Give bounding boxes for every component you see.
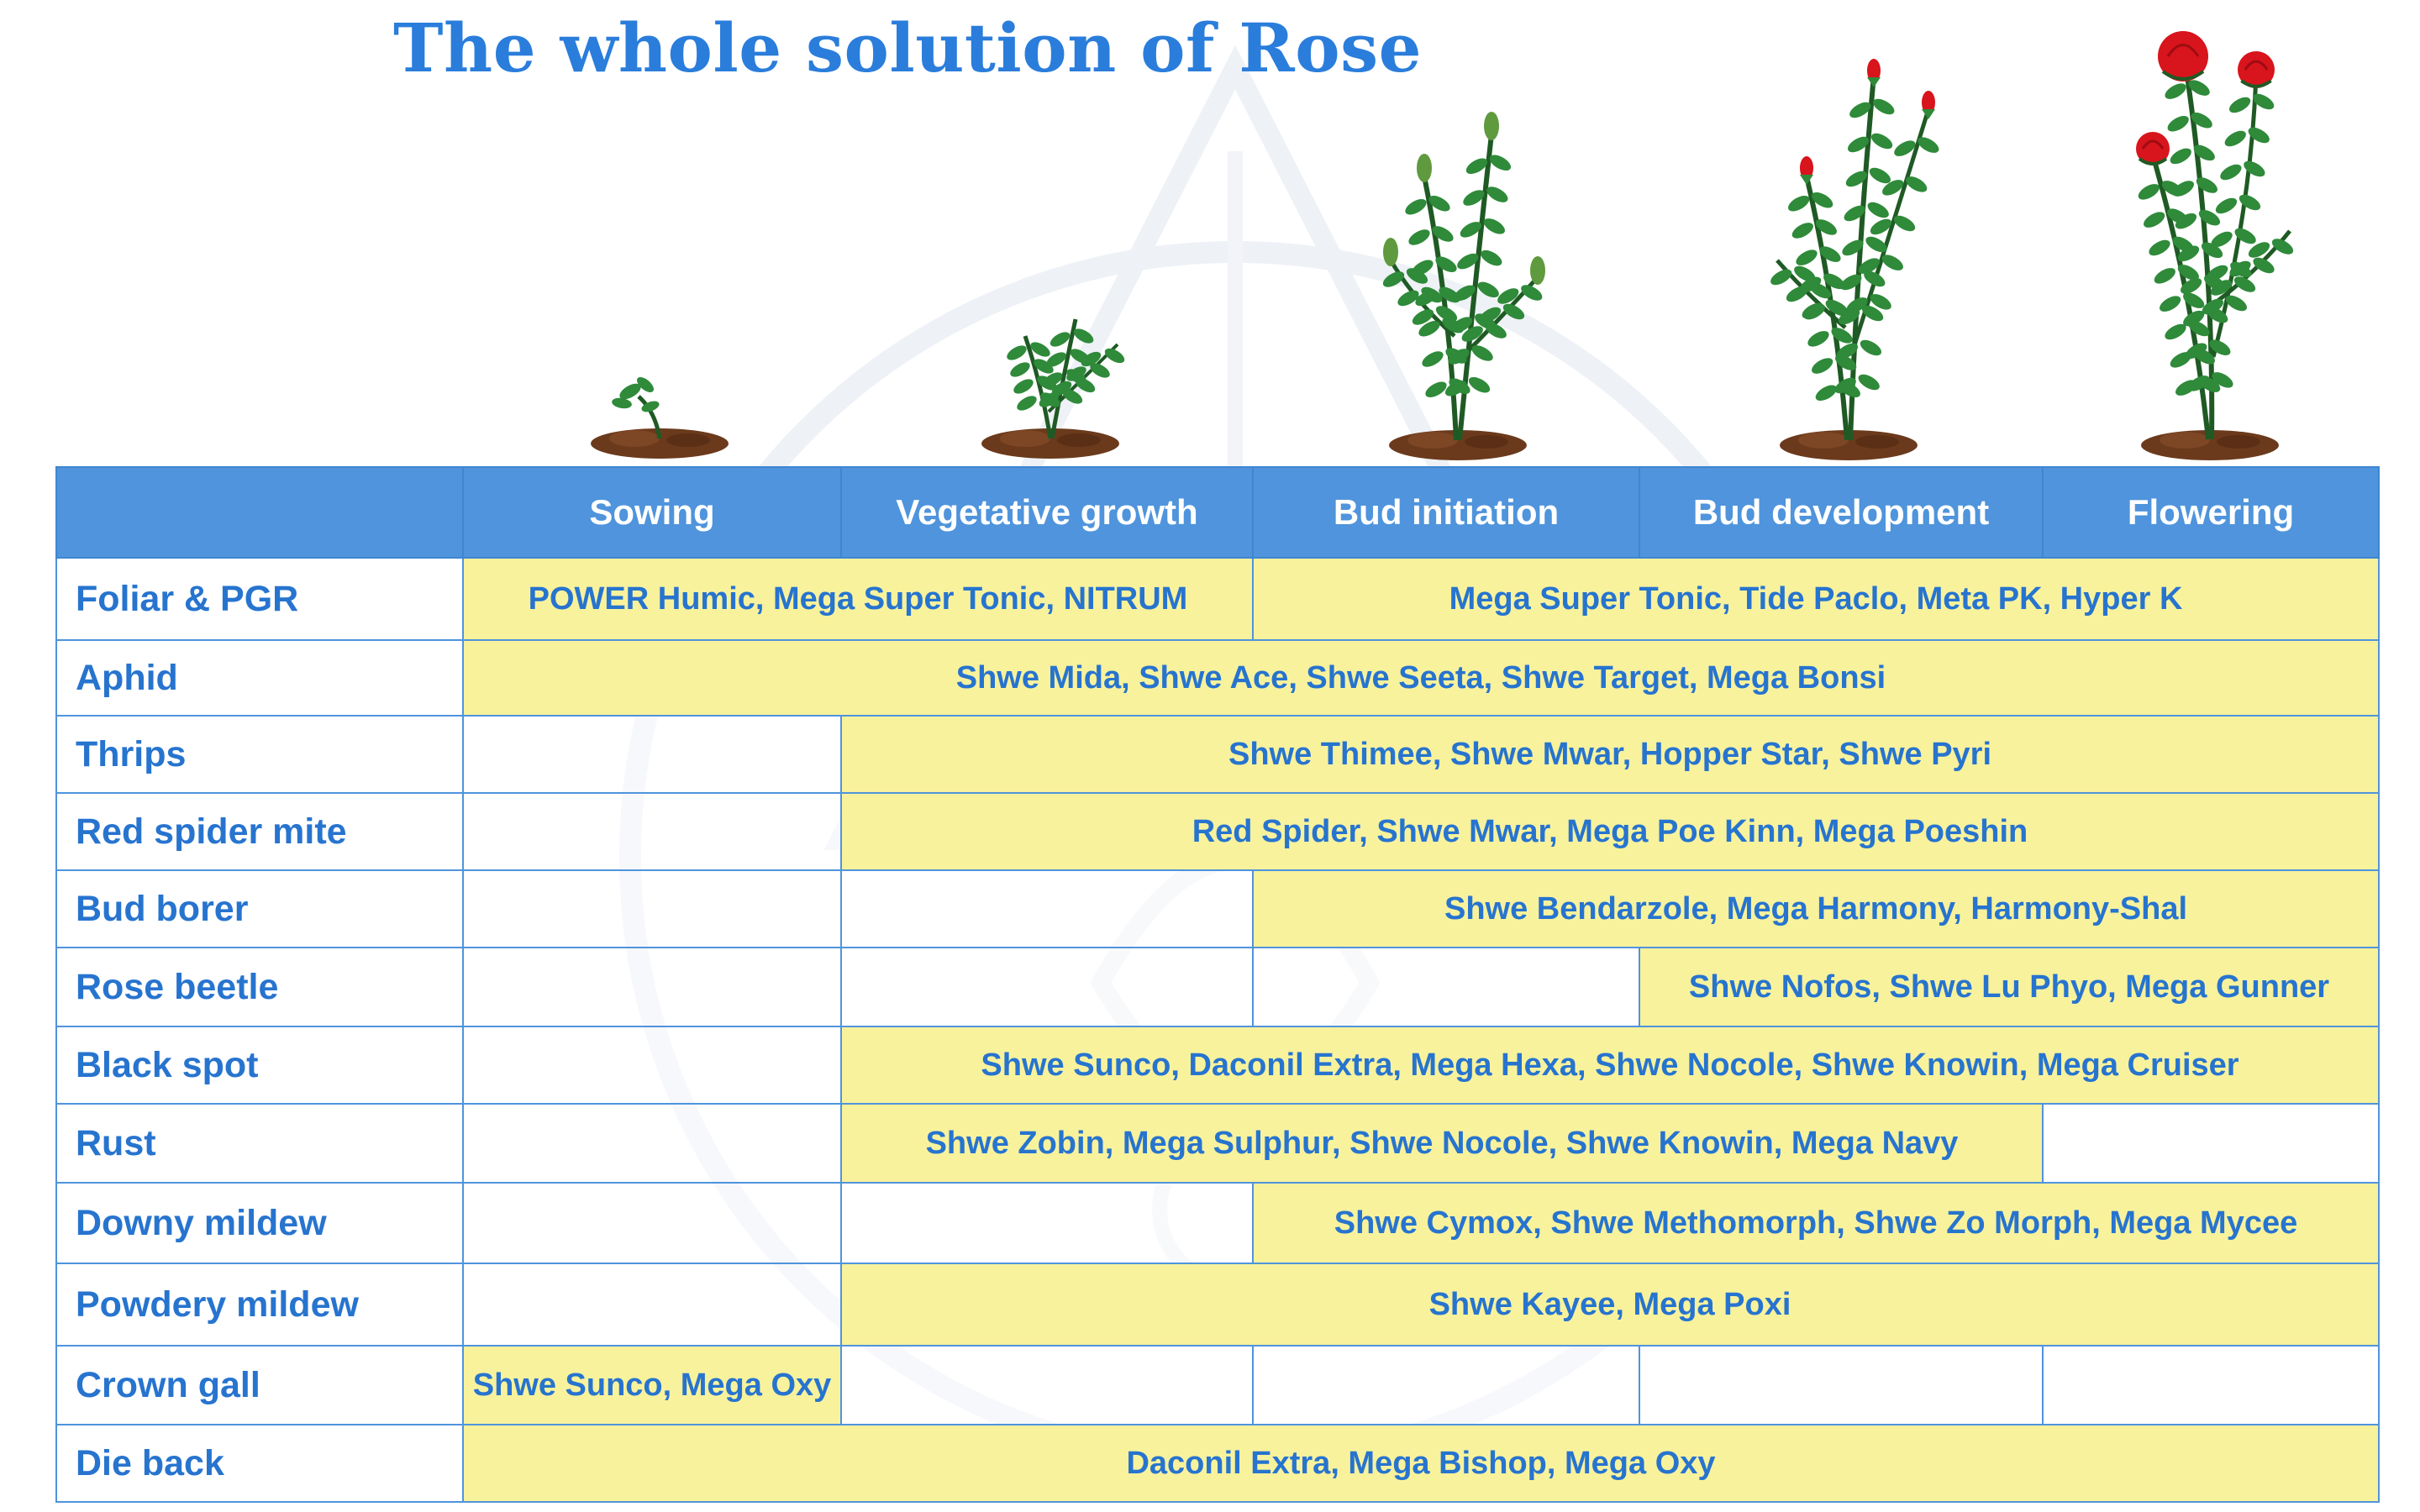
table-row: Rose beetle Shwe Nofos, Shwe Lu Phyo, Meg… [55, 947, 2380, 1027]
rose-solution-table: Sowing Vegetative growth Bud initiation … [55, 466, 2380, 1503]
table-row: Red spider mite Red Spider, Shwe Mwar, Me… [55, 792, 2380, 871]
stage-header: Bud development [1639, 466, 2044, 559]
row-label: Bud borer [55, 869, 464, 948]
treatment-cell: Shwe Thimee, Shwe Mwar, Hopper Star, Shw… [840, 715, 2380, 794]
empty-cell [462, 947, 842, 1027]
treatment-cell: Shwe Mida, Shwe Ace, Shwe Seeta, Shwe Ta… [462, 639, 2380, 717]
table-row: Black spot Shwe Sunco, Daconil Extra, Meg… [55, 1026, 2380, 1105]
young-plant-icon [958, 286, 1143, 470]
treatment-cell: Shwe Kayee, Mega Poxi [840, 1263, 2380, 1347]
empty-cell [462, 869, 842, 948]
row-label: Rose beetle [55, 947, 464, 1027]
row-label: Red spider mite [55, 792, 464, 871]
empty-cell [840, 1182, 1254, 1264]
treatment-cell: Daconil Extra, Mega Bishop, Mega Oxy [462, 1424, 2380, 1503]
page-title: The whole solution of Rose [393, 8, 1423, 87]
empty-cell [1252, 1345, 1640, 1425]
treatment-cell: Shwe Sunco, Mega Oxy [462, 1345, 842, 1425]
row-label: Foliar & PGR [55, 557, 464, 641]
table-row: Rust Shwe Zobin, Mega Sulphur, Shwe Nocol… [55, 1103, 2380, 1184]
seedling-icon [580, 336, 739, 470]
treatment-cell: Shwe Sunco, Daconil Extra, Mega Hexa, Sh… [840, 1026, 2380, 1105]
budding-plant-icon [1357, 84, 1559, 470]
treatment-cell: POWER Humic, Mega Super Tonic, NITRUM [462, 557, 1254, 641]
treatment-cell: Mega Super Tonic, Tide Paclo, Meta PK, H… [1252, 557, 2380, 641]
treatment-cell: Shwe Bendarzole, Mega Harmony, Harmony-S… [1252, 869, 2380, 948]
row-label: Crown gall [55, 1345, 464, 1425]
treatment-cell: Shwe Zobin, Mega Sulphur, Shwe Nocole, S… [840, 1103, 2044, 1184]
stage-header: Flowering [2042, 466, 2380, 559]
stage-header: Sowing [462, 466, 842, 559]
row-label: Rust [55, 1103, 464, 1184]
flowering-rose-icon [2109, 21, 2311, 470]
empty-cell [840, 869, 1254, 948]
empty-cell [462, 1103, 842, 1184]
treatment-cell: Shwe Nofos, Shwe Lu Phyo, Mega Gunner [1639, 947, 2380, 1027]
empty-cell [462, 1182, 842, 1264]
empty-cell [840, 1345, 1254, 1425]
empty-cell [1639, 1345, 2044, 1425]
row-label: Aphid [55, 639, 464, 717]
row-label: Black spot [55, 1026, 464, 1105]
row-label: Die back [55, 1424, 464, 1503]
empty-cell [462, 792, 842, 871]
row-label: Downy mildew [55, 1182, 464, 1264]
stage-header: Bud initiation [1252, 466, 1640, 559]
empty-cell [1252, 947, 1640, 1027]
empty-cell [2042, 1103, 2380, 1184]
treatment-cell: Red Spider, Shwe Mwar, Mega Poe Kinn, Me… [840, 792, 2380, 871]
table-row: Powdery mildew Shwe Kayee, Mega Poxi [55, 1263, 2380, 1347]
table-row: Thrips Shwe Thimee, Shwe Mwar, Hopper Sta… [55, 715, 2380, 794]
empty-cell [462, 1026, 842, 1105]
empty-cell [462, 1263, 842, 1347]
table-row: Downy mildew Shwe Cymox, Shwe Methomorph,… [55, 1182, 2380, 1264]
bud-development-plant-icon [1748, 50, 1949, 470]
empty-cell [462, 715, 842, 794]
treatment-cell: Shwe Cymox, Shwe Methomorph, Shwe Zo Mor… [1252, 1182, 2380, 1264]
table-row: Bud borer Shwe Bendarzole, Mega Harmony, … [55, 869, 2380, 948]
row-label: Thrips [55, 715, 464, 794]
stage-header: Vegetative growth [840, 466, 1254, 559]
empty-cell [840, 947, 1254, 1027]
empty-cell [2042, 1345, 2380, 1425]
header-corner-cell [55, 466, 464, 559]
row-label: Powdery mildew [55, 1263, 464, 1347]
table-header-row: Sowing Vegetative growth Bud initiation … [55, 466, 2380, 559]
